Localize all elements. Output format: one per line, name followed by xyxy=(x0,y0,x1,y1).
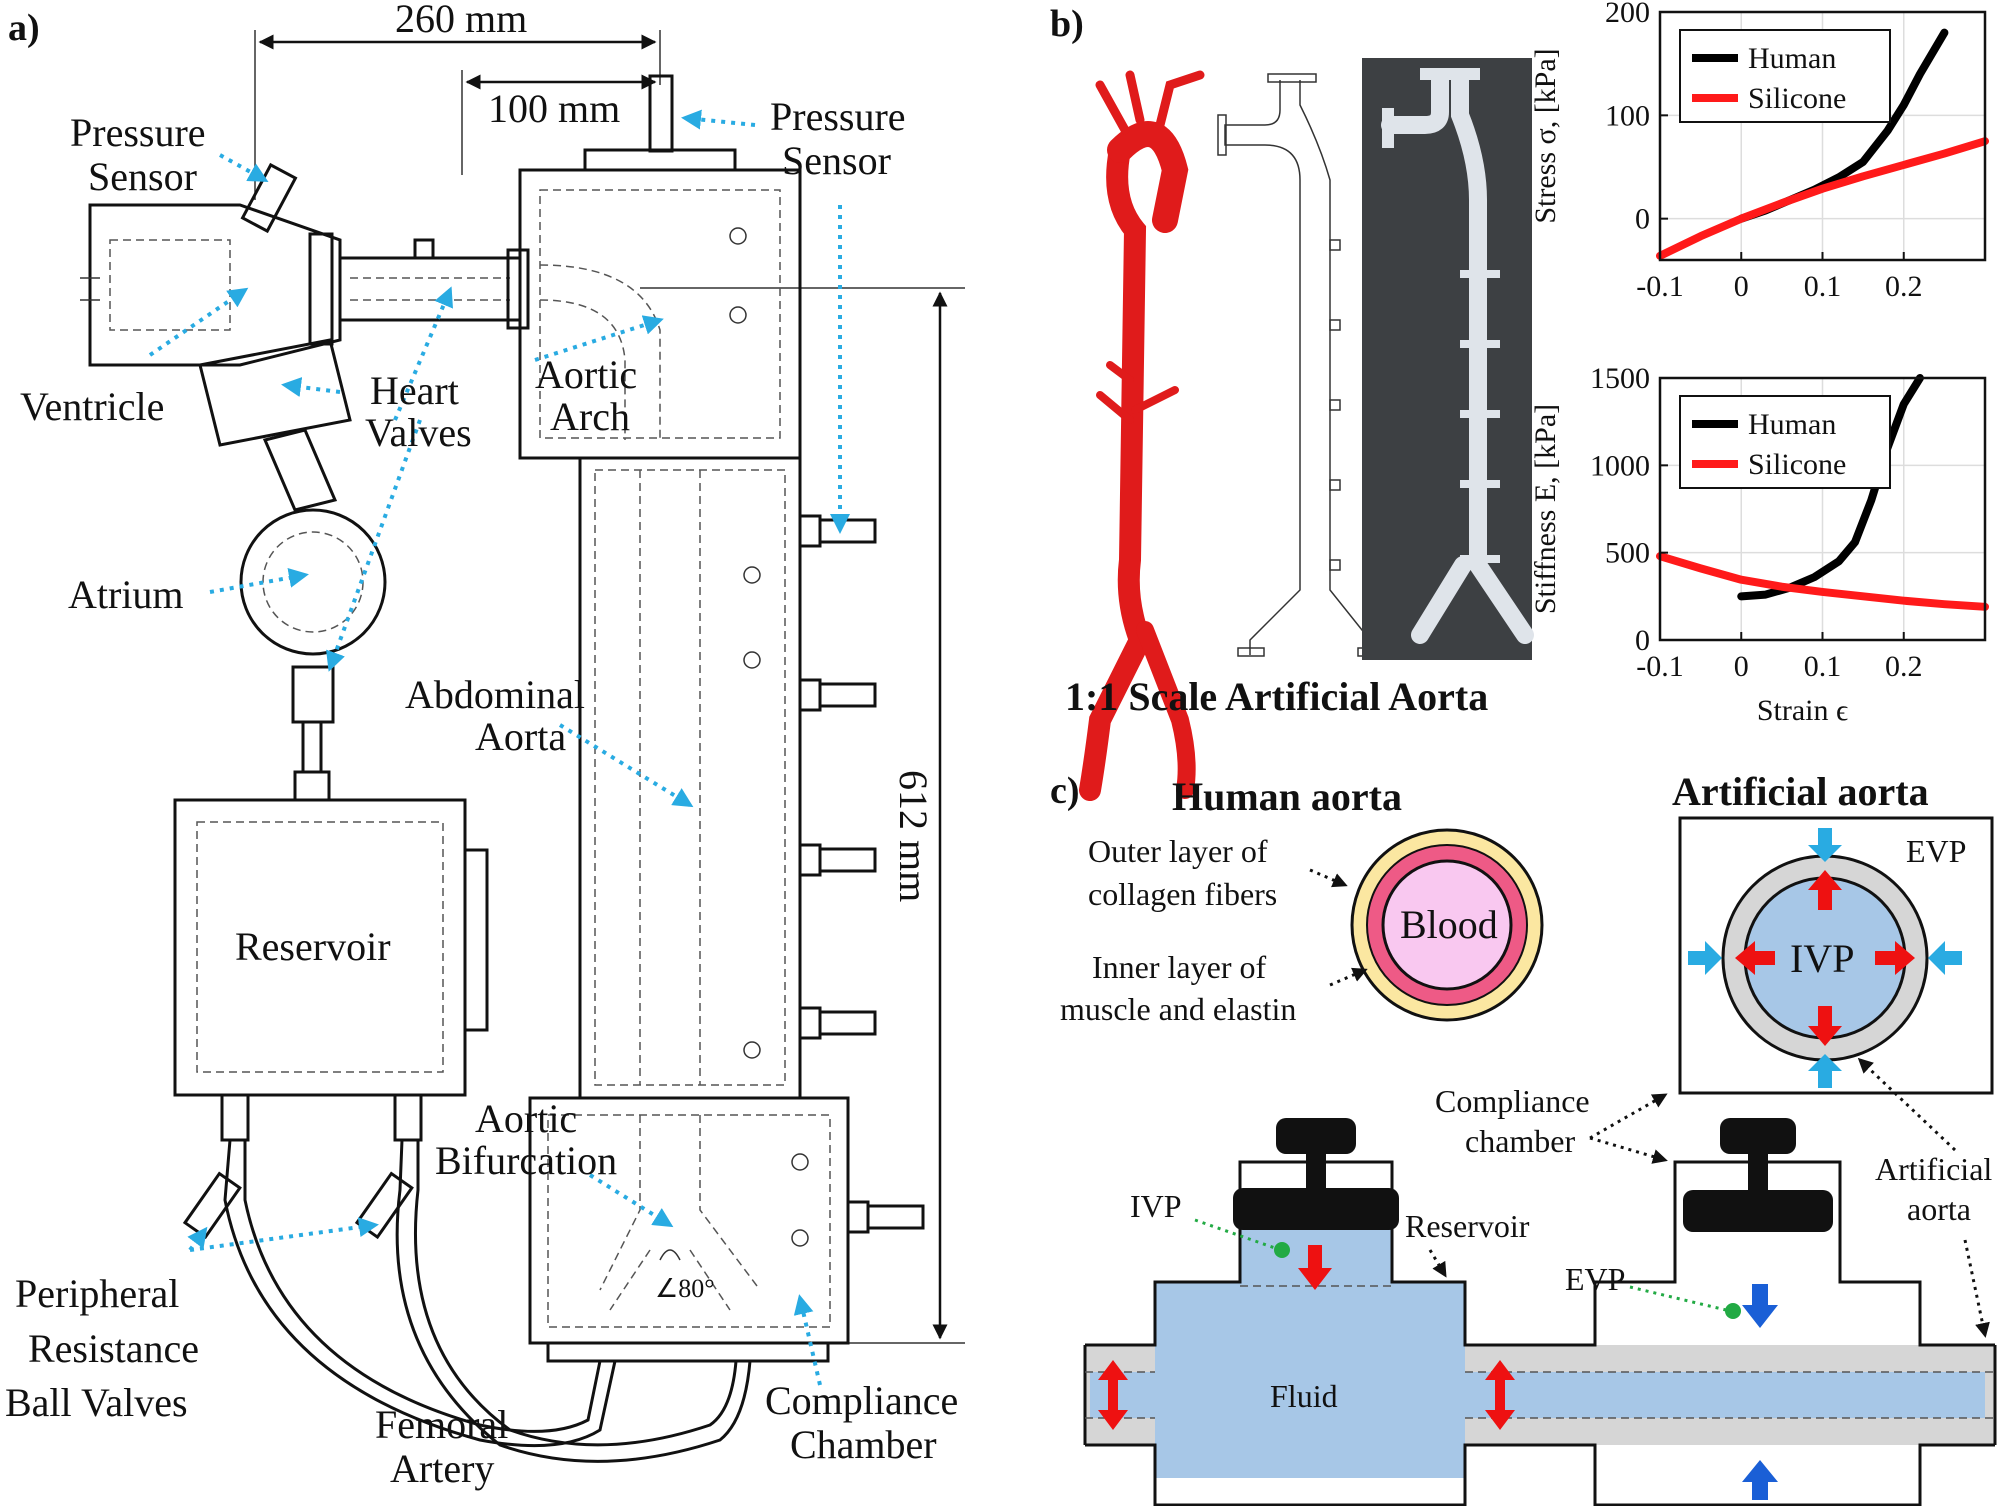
y-tick-label: 0 xyxy=(1635,624,1650,657)
legend-label: Silicone xyxy=(1748,448,1846,481)
human-aorta-title: Human aorta xyxy=(1172,774,1402,819)
y-tick-label: 200 xyxy=(1605,0,1650,29)
label-atrium: Atrium xyxy=(68,572,184,617)
artificial-aorta-title: Artificial aorta xyxy=(1672,769,1929,814)
system-schematic xyxy=(1083,1057,1997,1506)
blood-label: Blood xyxy=(1400,902,1498,947)
label-pressure-sensor-right-1: Pressure xyxy=(770,94,906,139)
panel-b-caption: 1:1 Scale Artificial Aorta xyxy=(1065,674,1488,719)
label-heart-valves-2: Valves xyxy=(365,410,472,455)
ivp-circle-label: IVP xyxy=(1790,936,1854,981)
label-ventricle: Ventricle xyxy=(20,384,164,429)
x-tick-label: 0 xyxy=(1734,650,1749,683)
anatomical-aorta-model xyxy=(1079,70,1205,801)
x-tick-label: 0.1 xyxy=(1804,650,1842,683)
label-aortic-arch-1: Aortic xyxy=(535,352,637,397)
x-tick-label: -0.1 xyxy=(1636,650,1684,683)
inner-layer-label-2: muscle and elastin xyxy=(1060,991,1296,1027)
label-compliance-2: Chamber xyxy=(790,1422,937,1467)
reservoir-tank xyxy=(173,798,489,1097)
ventricle-housing xyxy=(80,203,342,367)
y-tick-label: 500 xyxy=(1605,537,1650,570)
bifurcation-angle: ∠80° xyxy=(655,1274,715,1303)
silicone-aorta-photo xyxy=(1362,58,1534,660)
legend-box xyxy=(1679,395,1891,489)
dim-612: 612 mm xyxy=(891,770,936,902)
cad-aorta-model xyxy=(1217,73,1385,657)
abdominal-section xyxy=(578,456,802,1100)
x-tick-label: 0 xyxy=(1734,270,1749,303)
legend-label: Human xyxy=(1748,408,1836,441)
compliance-chamber-label-2: chamber xyxy=(1465,1123,1576,1159)
y-tick-label: 100 xyxy=(1605,99,1650,132)
compliance-chamber-label-1: Compliance xyxy=(1435,1083,1590,1119)
inner-layer-label-1: Inner layer of xyxy=(1092,949,1266,985)
panel-a-labels: Pressure Sensor Pressure Sensor Ventricl… xyxy=(5,94,958,1491)
dim-260: 260 mm xyxy=(395,0,527,41)
label-heart-valves-1: Heart xyxy=(370,368,459,413)
pressure-arrows xyxy=(1688,828,1962,1088)
evp-box-label: EVP xyxy=(1906,833,1966,869)
series-line-silicone xyxy=(1656,137,1989,260)
legend-label: Human xyxy=(1748,42,1836,75)
label-abdominal-aorta-2: Aorta xyxy=(475,714,566,759)
evp-schematic-label: EVP xyxy=(1565,1261,1625,1297)
ivp-schematic-label: IVP xyxy=(1130,1188,1182,1224)
side-ports xyxy=(798,514,925,1234)
outer-layer-label-2: collagen fibers xyxy=(1088,876,1277,912)
y-axis-label: Stiffness E, [kPa] xyxy=(1529,404,1562,614)
label-femoral-1: Femoral xyxy=(375,1402,508,1447)
dim-100: 100 mm xyxy=(488,86,620,131)
label-reservoir: Reservoir xyxy=(235,924,391,969)
leader-arrows xyxy=(148,109,850,1386)
artificial-aorta-label-1: Artificial xyxy=(1875,1151,1992,1187)
x-tick-label: 0.1 xyxy=(1804,270,1842,303)
reservoir-label: Reservoir xyxy=(1405,1208,1530,1244)
x-axis-label: Strain ϵ xyxy=(1757,694,1848,727)
x-tick-label: -0.1 xyxy=(1636,270,1684,303)
panel-a-label: a) xyxy=(8,7,40,49)
label-pressure-sensor-left-2: Sensor xyxy=(88,154,197,199)
y-tick-label: 0 xyxy=(1635,203,1650,236)
label-aortic-arch-2: Arch xyxy=(550,394,630,439)
bifurcation-chamber xyxy=(528,1096,850,1363)
outer-layer-label-1: Outer layer of xyxy=(1088,833,1268,869)
dimension-lines xyxy=(254,30,965,1344)
human-aorta-cross-section xyxy=(1350,828,1544,1022)
panel-b-label: b) xyxy=(1050,3,1084,45)
label-peripheral-3: Ball Valves xyxy=(5,1380,188,1425)
panel-c-label: c) xyxy=(1050,770,1080,812)
legend-label: Silicone xyxy=(1748,82,1846,115)
label-pressure-sensor-right-2: Sensor xyxy=(782,138,891,183)
label-pressure-sensor-left-1: Pressure xyxy=(70,110,206,155)
label-abdominal-aorta-1: Abdominal xyxy=(405,672,585,717)
atrium xyxy=(239,508,387,802)
label-peripheral-2: Resistance xyxy=(28,1326,199,1371)
aortic-inflow-pipe xyxy=(338,238,530,330)
left-pressure-sensor xyxy=(240,162,298,234)
heart-valve-housing xyxy=(198,338,352,512)
series-line-silicone xyxy=(1656,552,1989,611)
x-tick-label: 0.2 xyxy=(1885,650,1923,683)
x-tick-label: 0.2 xyxy=(1885,270,1923,303)
fluid-label: Fluid xyxy=(1270,1378,1338,1414)
y-axis-label: Stress σ, [kPa] xyxy=(1529,48,1562,223)
y-tick-label: 1500 xyxy=(1590,362,1650,395)
label-aortic-bifurcation-1: Aortic xyxy=(475,1096,577,1141)
label-compliance-1: Compliance xyxy=(765,1378,958,1423)
label-peripheral-1: Peripheral xyxy=(15,1271,179,1316)
legend-box xyxy=(1679,29,1891,123)
label-femoral-2: Artery xyxy=(390,1446,494,1491)
label-aortic-bifurcation-2: Bifurcation xyxy=(435,1138,617,1183)
y-tick-label: 1000 xyxy=(1590,449,1650,482)
artificial-aorta-label-2: aorta xyxy=(1907,1191,1971,1227)
series-line-human xyxy=(1737,374,1924,601)
